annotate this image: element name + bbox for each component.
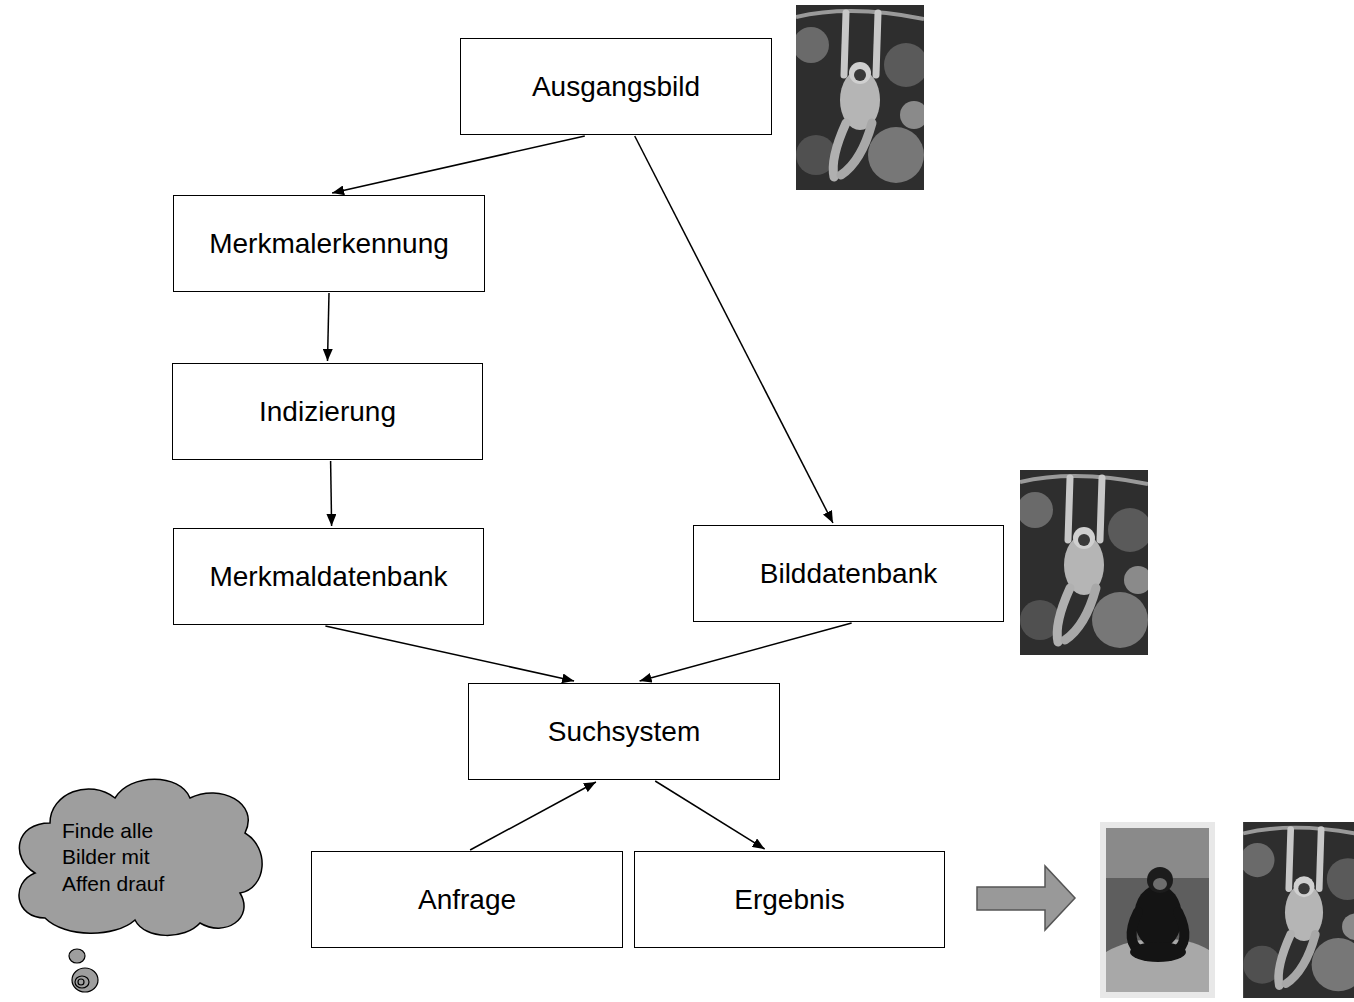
process-box: Merkmalerkennung: [173, 195, 485, 292]
photo-chimpanzee: [1100, 822, 1215, 998]
process-box: Merkmaldatenbank: [173, 528, 484, 625]
box-label: Bilddatenbank: [760, 557, 937, 591]
box-label: Indizierung: [259, 395, 396, 429]
box-label: Ergebnis: [734, 883, 845, 917]
photo-orangutan: [793, 5, 928, 190]
process-box: Suchsystem: [468, 683, 780, 780]
box-label: Merkmaldatenbank: [209, 560, 447, 594]
arrow-connector: [470, 782, 596, 850]
arrow-connector: [331, 461, 332, 526]
process-box: Ergebnis: [634, 851, 945, 948]
process-box: Anfrage: [311, 851, 623, 948]
thought-text: Finde alle Bilder mit Affen drauf: [62, 818, 197, 897]
arrow-connector: [328, 293, 330, 361]
arrow-connector: [640, 623, 852, 681]
photo-orangutan: [1240, 822, 1354, 998]
box-label: Merkmalerkennung: [209, 227, 449, 261]
process-box: Indizierung: [172, 363, 483, 460]
arrow-connector: [655, 781, 764, 849]
box-label: Ausgangsbild: [532, 70, 700, 104]
box-label: Anfrage: [418, 883, 516, 917]
process-box: Bilddatenbank: [693, 525, 1004, 622]
arrow-connector: [332, 136, 585, 193]
box-label: Suchsystem: [548, 715, 701, 749]
arrow-connector: [635, 136, 833, 523]
photo-orangutan: [1017, 470, 1152, 655]
result-arrow: [977, 866, 1075, 930]
thought-cloud: Finde alle Bilder mit Affen drauf: [5, 768, 273, 1000]
process-box: Ausgangsbild: [460, 38, 772, 135]
arrow-connector: [325, 626, 574, 681]
